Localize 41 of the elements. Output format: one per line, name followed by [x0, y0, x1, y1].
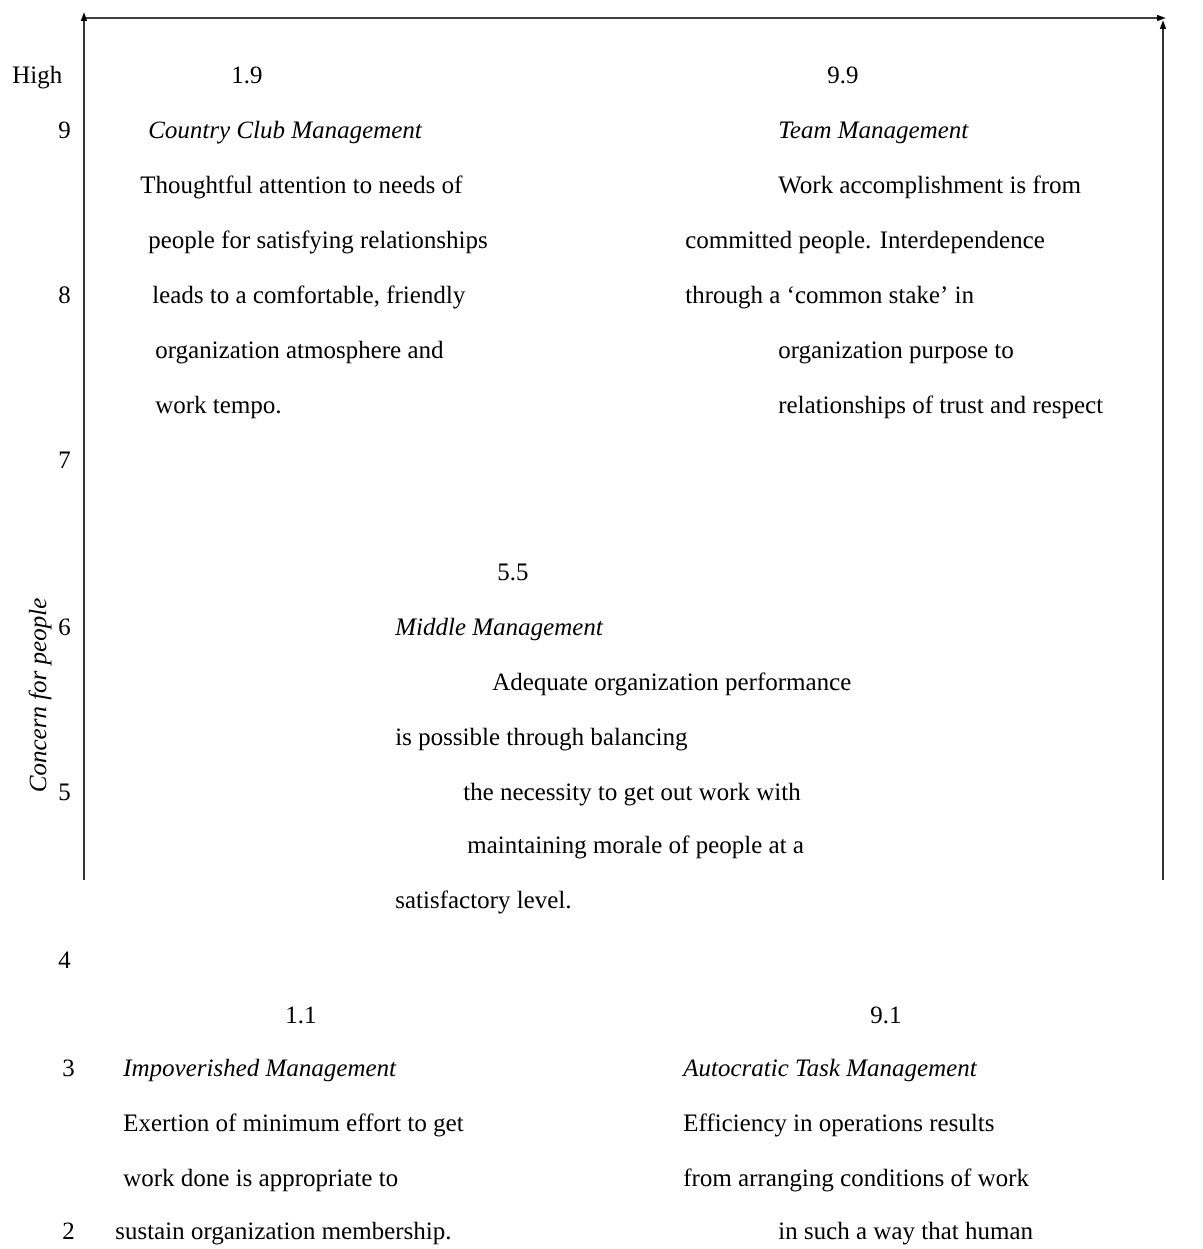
label: Adequate organization performance: [492, 672, 851, 696]
label: 1.9: [233, 66, 262, 84]
label: 3: [63, 1059, 74, 1077]
label: leads to a comfortable, friendly: [152, 285, 466, 309]
label: 9: [59, 121, 70, 139]
label: High: [12, 65, 62, 89]
label: the necessity to get out work with: [463, 782, 801, 806]
label: 5: [59, 783, 70, 801]
label: is possible through balancing: [395, 727, 688, 751]
heading: Impoverished Management: [123, 1058, 397, 1082]
label: Efficiency in operations results: [683, 1113, 994, 1137]
label: 2: [63, 1222, 74, 1239]
label: Thoughtful attention to needs of: [140, 175, 463, 199]
label: relationships of trust and respect: [778, 395, 1103, 419]
label: in such a way that human: [778, 1221, 1033, 1245]
label: satisfactory level.: [396, 890, 570, 914]
label: work tempo.: [155, 395, 280, 419]
label: work done is appropriate to: [123, 1168, 398, 1192]
label: 8: [59, 286, 70, 304]
heading: Autocratic Task Management: [681, 1058, 978, 1082]
label: Exertion of minimum effort to get: [123, 1113, 464, 1137]
label: 5.5: [498, 563, 528, 581]
label: through a ‘common stake’ in: [685, 285, 974, 309]
label: 6: [59, 618, 70, 636]
label: committed people. Interdependence: [686, 230, 1044, 254]
label: organization atmosphere and: [156, 340, 444, 364]
axis-title: Concern for people: [28, 598, 52, 791]
label: 9.1: [871, 1006, 900, 1024]
label: sustain organization membership.: [116, 1221, 450, 1245]
heading: Middle Management: [394, 617, 604, 641]
label: 7: [59, 451, 70, 468]
label: from arranging conditions of work: [683, 1168, 1029, 1192]
label: organization purpose to: [779, 341, 1013, 364]
label: 1.1: [287, 1006, 315, 1024]
label: maintaining morale of people at a: [467, 835, 804, 859]
label: Work accomplishment is from: [778, 175, 1081, 199]
label: 9.9: [828, 66, 858, 84]
label: people for satisfying relationships: [148, 230, 487, 254]
label: 4: [58, 951, 71, 968]
heading: Country Club Management: [149, 120, 423, 144]
heading: Team Management: [779, 121, 969, 144]
